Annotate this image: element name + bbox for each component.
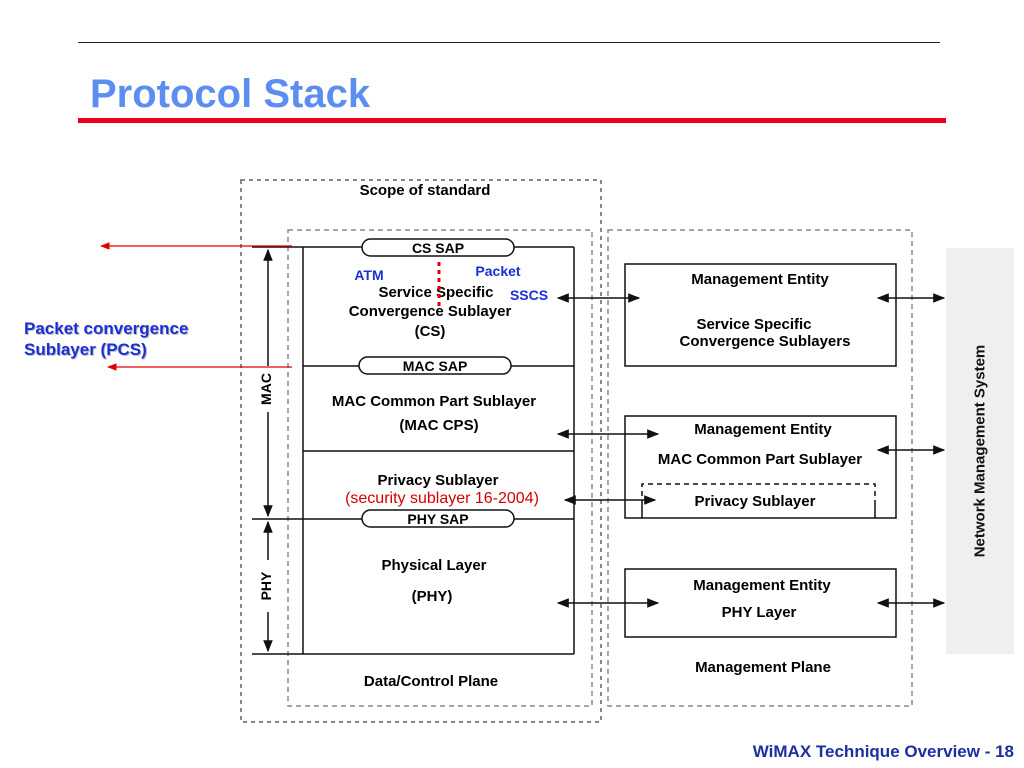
network-management-panel bbox=[946, 248, 1014, 654]
scope-label: Scope of standard bbox=[360, 182, 491, 199]
phy-sap-label: PHY SAP bbox=[407, 511, 468, 527]
phy-block-line2: (PHY) bbox=[412, 588, 453, 605]
slide-title: Protocol Stack bbox=[90, 72, 371, 116]
phy-side-label: PHY bbox=[258, 571, 274, 600]
cs-block-line1: Service Specific bbox=[378, 284, 493, 301]
privacy-note: (security sublayer 16-2004) bbox=[345, 490, 539, 507]
pcs-annotation-line2: Sublayer (PCS) bbox=[24, 340, 147, 359]
scope-of-standard-box bbox=[240, 179, 602, 723]
mac-side-label: MAC bbox=[258, 373, 274, 405]
mgmt-cs-line1: Service Specific bbox=[696, 316, 811, 333]
mgmt-phy-line1: PHY Layer bbox=[722, 604, 797, 621]
pcs-annotation: Packet convergence Sublayer (PCS) bbox=[24, 318, 188, 360]
cs-block-line3: (CS) bbox=[415, 323, 446, 340]
mac-cps-line2: (MAC CPS) bbox=[399, 417, 478, 434]
packet-label: Packet bbox=[475, 263, 520, 279]
management-plane-label: Management Plane bbox=[695, 659, 831, 676]
mac-sap-label: MAC SAP bbox=[403, 358, 468, 374]
mgmt-cs-box bbox=[624, 263, 897, 367]
phy-sap-pill bbox=[361, 509, 515, 528]
mgmt-mac-box bbox=[624, 415, 897, 519]
mgmt-cs-line2: Convergence Sublayers bbox=[680, 333, 851, 350]
management-plane-box bbox=[607, 229, 913, 707]
mac-cps-line1: MAC Common Part Sublayer bbox=[332, 393, 536, 410]
top-rule bbox=[78, 42, 940, 43]
slide-footer: WiMAX Technique Overview - 18 bbox=[752, 742, 1014, 761]
cs-block-line2: Convergence Sublayer bbox=[349, 303, 512, 320]
mgmt-cs-title: Management Entity bbox=[691, 271, 829, 288]
mac-sap-pill bbox=[358, 356, 512, 375]
title-underline bbox=[78, 118, 946, 123]
mgmt-phy-box bbox=[624, 568, 897, 638]
mgmt-mac-line1: MAC Common Part Sublayer bbox=[658, 451, 862, 468]
cs-sap-pill bbox=[361, 238, 515, 257]
mgmt-phy-title: Management Entity bbox=[693, 577, 831, 594]
mgmt-privacy-dashed-box bbox=[641, 483, 876, 496]
mgmt-privacy-label: Privacy Sublayer bbox=[695, 493, 816, 510]
data-control-plane-label: Data/Control Plane bbox=[364, 673, 498, 690]
pcs-annotation-line1: Packet convergence bbox=[24, 319, 189, 338]
sscs-label: SSCS bbox=[510, 287, 548, 303]
atm-label: ATM bbox=[354, 267, 383, 283]
privacy-line1: Privacy Sublayer bbox=[378, 472, 499, 489]
cs-sap-label: CS SAP bbox=[412, 240, 464, 256]
mgmt-mac-title: Management Entity bbox=[694, 421, 832, 438]
phy-block-line1: Physical Layer bbox=[381, 557, 486, 574]
data-control-plane-box bbox=[287, 229, 593, 707]
